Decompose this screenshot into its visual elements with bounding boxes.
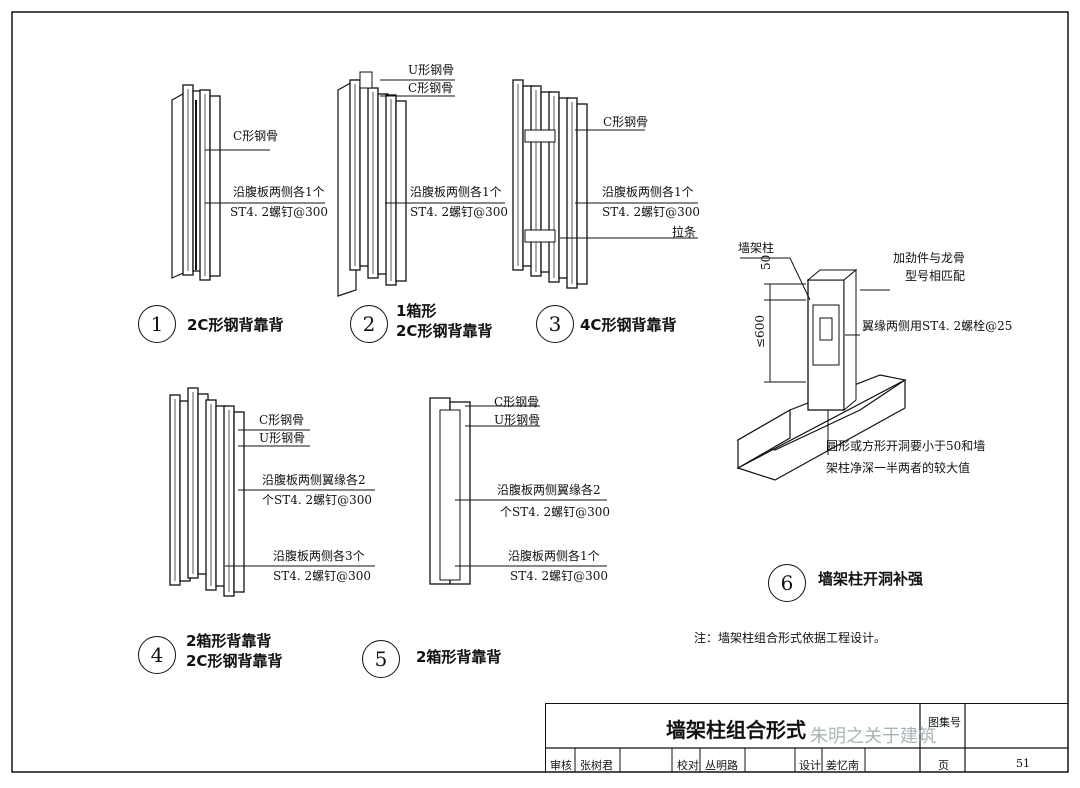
fig2-number: 2 [350, 305, 388, 343]
fig6-label-column: 墙架柱 [738, 241, 775, 255]
fig6-label-stiffener-1: 加劲件与龙骨 [893, 251, 966, 265]
fig5-label-2: U形钢骨 [494, 413, 541, 427]
fig5-label-5: 沿腹板两侧各1个 [508, 549, 600, 563]
fig4-label-3: 沿腹板两侧翼缘各2 [262, 473, 366, 487]
fig2-label-4: ST4. 2螺钉@300 [410, 205, 509, 219]
watermark: 朱明之关于建筑 [810, 726, 936, 747]
fig2-label-2: C形钢骨 [408, 81, 454, 95]
atlas-number-label: 图集号 [928, 716, 961, 729]
proofread-label: 校对 [677, 759, 699, 772]
fig5-label-1: C形钢骨 [494, 395, 540, 409]
fig3-label-1: C形钢骨 [603, 115, 649, 129]
fig2-caption-line-1: 1箱形 [396, 302, 437, 320]
fig4-label-2: U形钢骨 [259, 431, 306, 445]
fig2-caption-line-2: 2C形钢背靠背 [396, 322, 493, 340]
designer-name: 姜忆南 [826, 759, 859, 772]
fig3-caption: 4C形钢背靠背 [580, 316, 677, 334]
fig6-number: 6 [768, 564, 806, 602]
title-block: 墙架柱组合形式 图集号 审核 张树君 校对 丛明路 设计 姜忆南 页 51 [545, 703, 1069, 773]
fig5-label-4: 个ST4. 2螺钉@300 [500, 505, 611, 519]
fig2-label-3: 沿腹板两侧各1个 [410, 185, 502, 199]
fig4-caption-line-1: 2箱形背靠背 [186, 632, 272, 650]
fig6-label-stiffener-2: 型号相匹配 [905, 269, 966, 283]
fig4-number: 4 [138, 636, 176, 674]
fig5-label-6: ST4. 2螺钉@300 [510, 569, 609, 583]
fig3-number: 3 [536, 305, 574, 343]
fig6-label-screws: 翼缘两侧用ST4. 2螺栓@25 [862, 319, 1013, 333]
fig3-label-3: ST4. 2螺钉@300 [602, 205, 701, 219]
fig6-caption: 墙架柱开洞补强 [818, 570, 924, 588]
fig3-label-4: 拉条 [672, 225, 697, 239]
fig4-label-4: 个ST4. 2螺钉@300 [262, 493, 373, 507]
fig5-label-3: 沿腹板两侧翼缘各2 [497, 483, 601, 497]
fig2-label-1: U形钢骨 [408, 63, 455, 77]
fig1-caption: 2C形钢背靠背 [187, 316, 284, 334]
fig1-label-1: C形钢骨 [233, 129, 279, 143]
fig4-label-1: C形钢骨 [259, 413, 305, 427]
fig4-caption-line-2: 2C形钢背靠背 [186, 652, 283, 670]
design-label: 设计 [799, 759, 821, 772]
column-figure-4 [169, 387, 375, 597]
column-figure-1 [171, 84, 325, 281]
fig4-label-6: ST4. 2螺钉@300 [273, 569, 372, 583]
proofreader-name: 丛明路 [705, 759, 738, 772]
design-note: 注：墙架柱组合形式依据工程设计。 [694, 631, 887, 645]
fig6-label-hole-1: 圆形或方形开洞要小于50和墙 [826, 439, 986, 453]
column-figure-6 [736, 257, 907, 481]
fig6-dim-600: ≤600 [753, 315, 767, 348]
column-figure-2 [337, 71, 505, 297]
column-figure-5 [429, 397, 607, 585]
reviewer-name: 张树君 [580, 759, 613, 772]
drawing-title: 墙架柱组合形式 [666, 718, 806, 742]
page-label: 页 [938, 759, 949, 772]
fig5-number: 5 [362, 640, 400, 678]
fig6-label-hole-2: 架柱净深一半两者的较大值 [826, 461, 971, 475]
fig1-label-2: 沿腹板两侧各1个 [233, 185, 325, 199]
page-number: 51 [1016, 757, 1030, 770]
fig6-dim-50: 50 [759, 254, 773, 270]
column-figure-3 [512, 79, 698, 289]
review-label: 审核 [550, 759, 572, 772]
fig3-label-2: 沿腹板两侧各1个 [602, 185, 694, 199]
fig1-label-3: ST4. 2螺钉@300 [230, 205, 329, 219]
fig4-label-5: 沿腹板两侧各3个 [273, 549, 365, 563]
fig1-number: 1 [138, 305, 176, 343]
fig5-caption: 2箱形背靠背 [416, 648, 502, 666]
